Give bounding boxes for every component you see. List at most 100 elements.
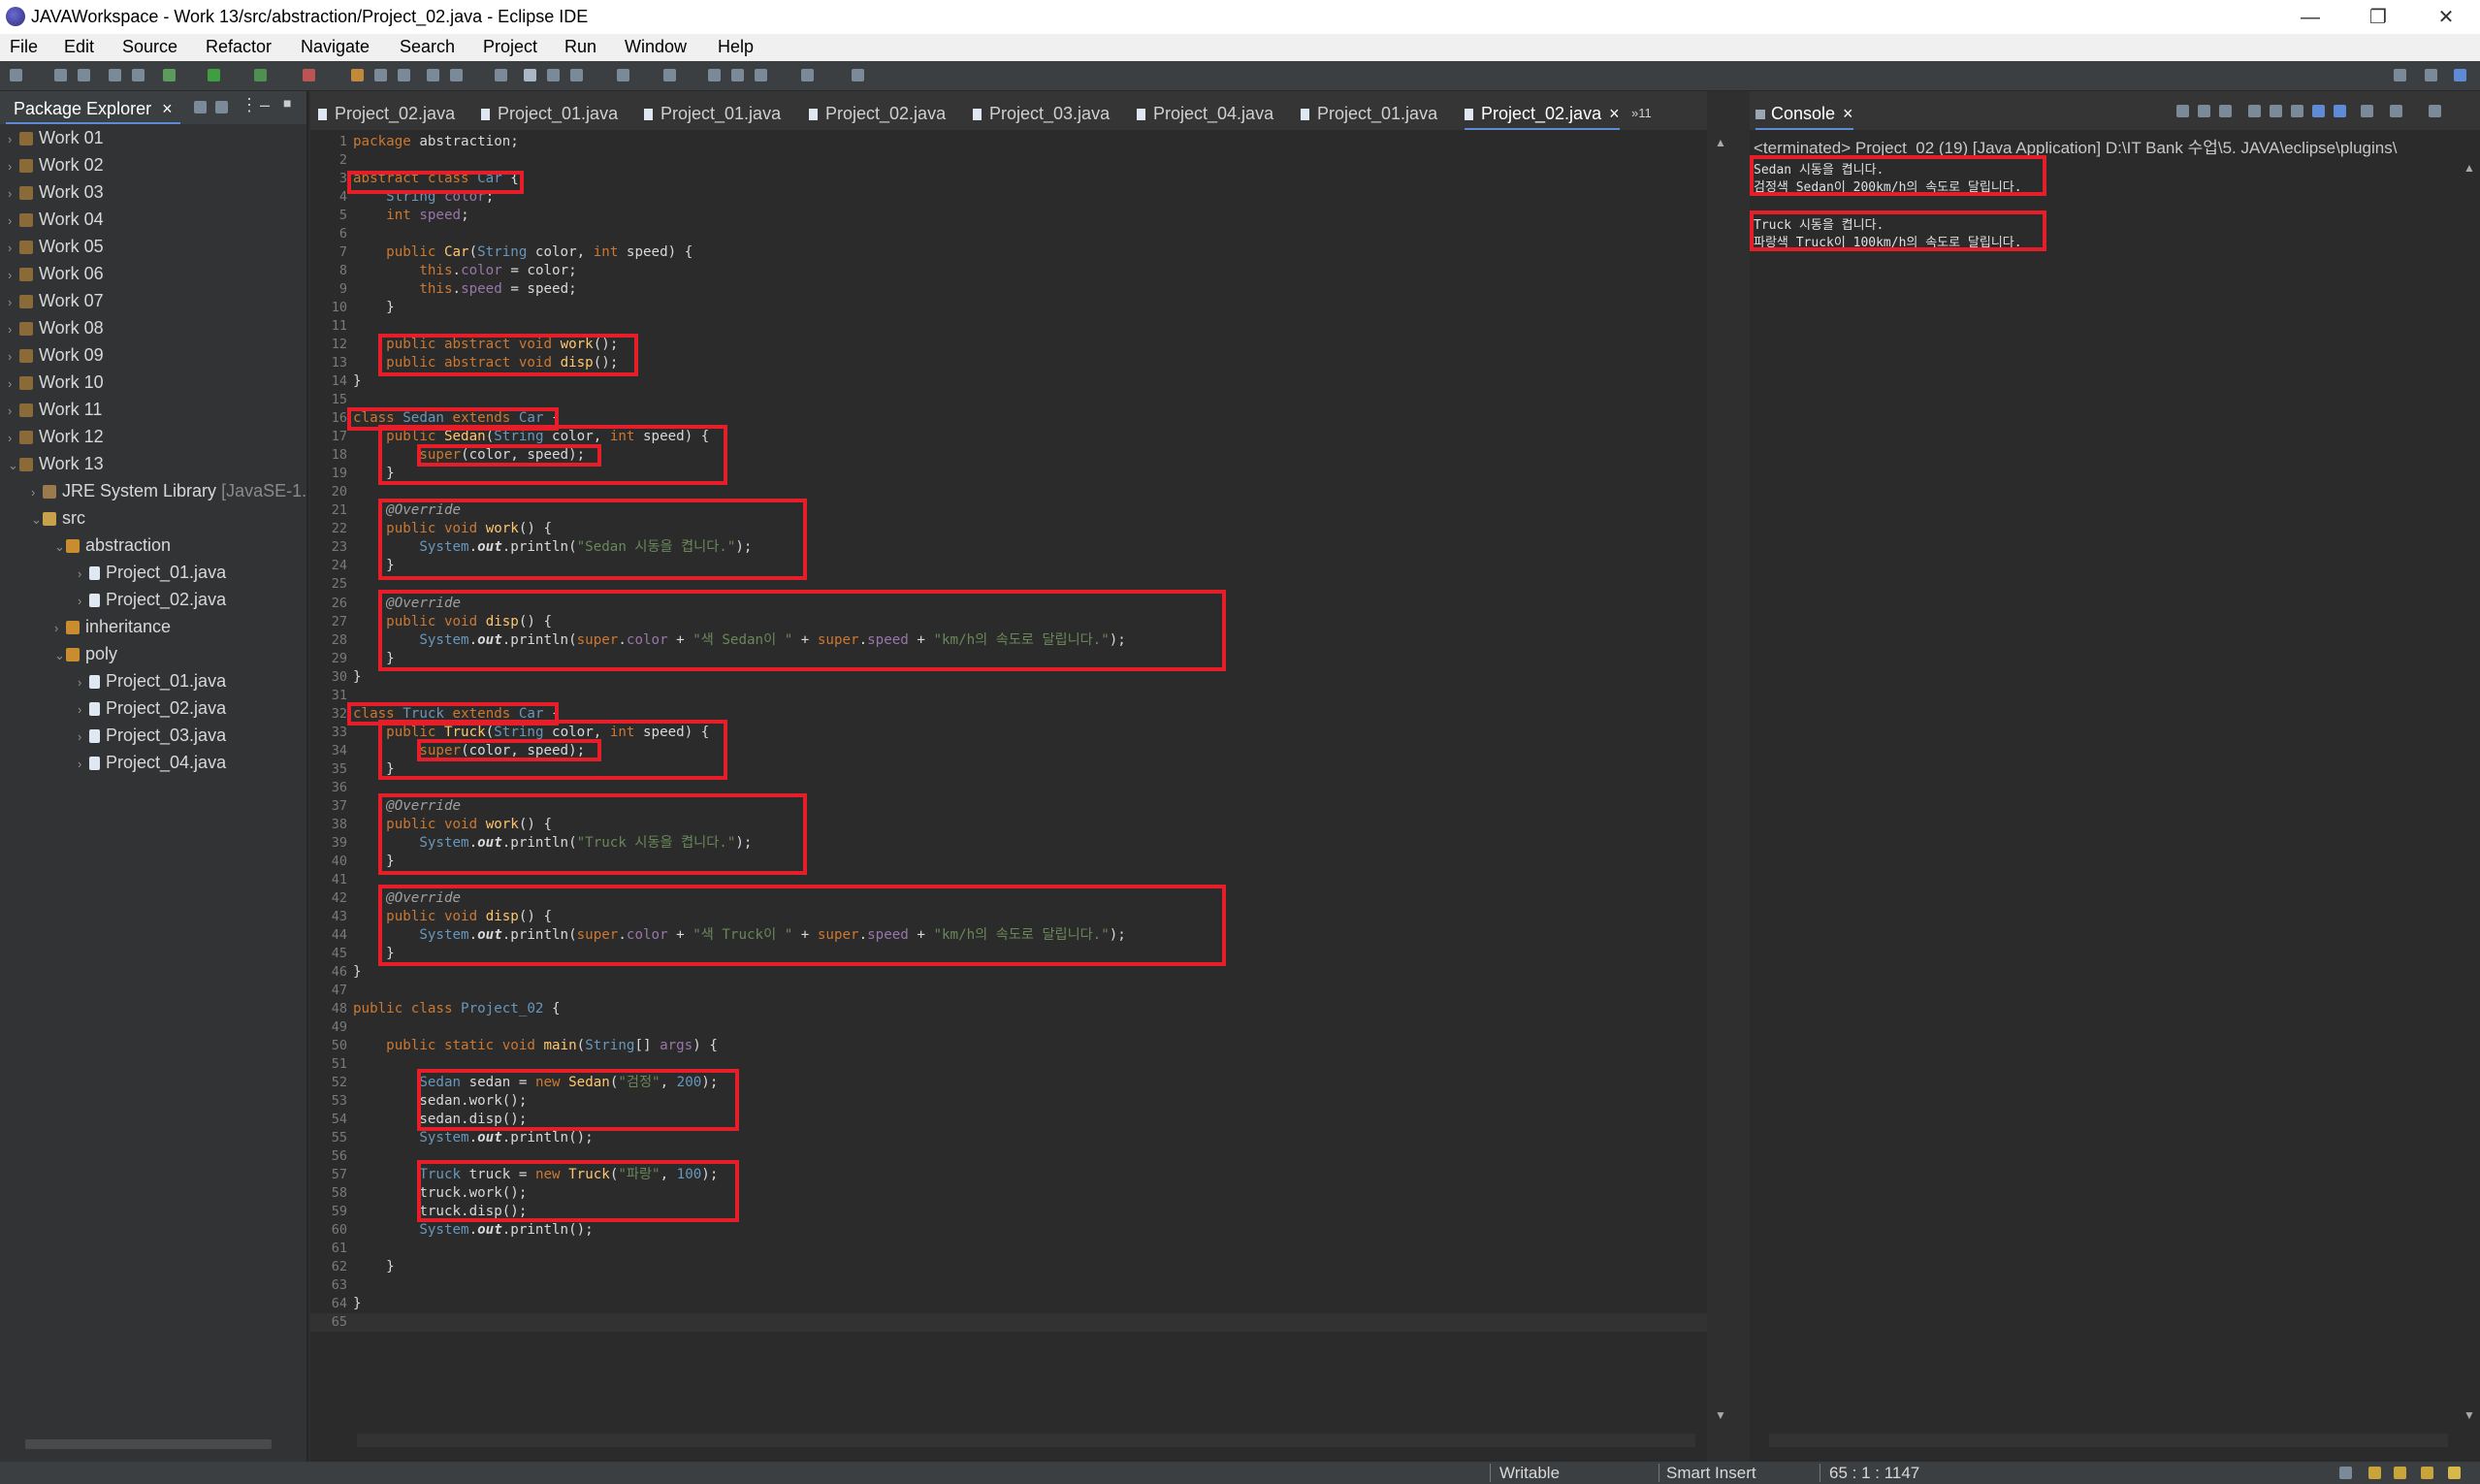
chevron-right-icon[interactable]: › [8, 186, 13, 201]
tab-project-02-active[interactable]: Project_02.java× [1465, 99, 1620, 130]
tab-overflow-button[interactable]: »11 [1631, 106, 1652, 120]
run-icon[interactable] [208, 69, 220, 81]
code-line[interactable]: 63 [310, 1276, 1707, 1295]
chevron-right-icon[interactable]: › [78, 566, 82, 581]
code-line[interactable]: 23 System.out.println("Sedan 시동을 켭니다."); [310, 538, 1707, 557]
forward-icon[interactable] [755, 69, 767, 81]
chevron-right-icon[interactable]: › [8, 159, 13, 174]
external-icon[interactable] [852, 69, 864, 81]
tree-item-java-file[interactable]: ›Project_01.java [78, 667, 226, 694]
pending-icon[interactable] [2394, 1467, 2406, 1479]
tree-item-project[interactable]: ›Work 09 [8, 341, 104, 369]
new-class-icon[interactable] [398, 69, 410, 81]
tree-item-java-file[interactable]: ›Project_03.java [78, 722, 226, 749]
maximize-button[interactable]: ❐ [2369, 7, 2387, 28]
toggle-mark-occurrences-icon[interactable] [524, 69, 536, 81]
chevron-right-icon[interactable]: › [8, 403, 13, 418]
scroll-lock-icon[interactable] [2270, 105, 2282, 117]
tab-project-04[interactable]: Project_04.java [1137, 99, 1273, 128]
pin-editor-icon[interactable] [801, 69, 814, 81]
tip-icon[interactable] [2368, 1467, 2381, 1479]
open-task-icon[interactable] [450, 69, 463, 81]
code-line[interactable]: 27 public void disp() { [310, 613, 1707, 631]
code-line[interactable]: 57 Truck truck = new Truck("파랑", 100); [310, 1166, 1707, 1184]
code-line[interactable]: 34 super(color, speed); [310, 742, 1707, 760]
chevron-right-icon[interactable]: › [8, 132, 13, 146]
tab-project-01[interactable]: Project_01.java [1301, 99, 1437, 128]
code-line[interactable]: 54 sedan.disp(); [310, 1111, 1707, 1129]
coverage-icon[interactable] [254, 69, 267, 81]
status-insert-mode[interactable]: Smart Insert [1666, 1464, 1756, 1482]
lightbulb-icon[interactable] [2448, 1467, 2461, 1479]
display-selected-console-icon[interactable] [2390, 105, 2402, 117]
code-line[interactable]: 59 truck.disp(); [310, 1203, 1707, 1221]
code-line[interactable]: 36 [310, 779, 1707, 797]
tree-item-package[interactable]: ⌄poly [54, 640, 117, 667]
code-line[interactable]: 46} [310, 963, 1707, 982]
open-console-icon[interactable] [2429, 105, 2441, 117]
code-line[interactable]: 25 [310, 575, 1707, 594]
notification-icon[interactable] [2339, 1467, 2352, 1479]
tree-item-project[interactable]: ›Work 04 [8, 206, 104, 233]
code-line[interactable]: 55 System.out.println(); [310, 1129, 1707, 1147]
chevron-right-icon[interactable]: › [31, 485, 36, 500]
scroll-down-icon[interactable]: ▼ [2464, 1408, 2475, 1422]
tab-project-02[interactable]: Project_02.java [318, 99, 455, 128]
code-line[interactable]: 10 } [310, 299, 1707, 317]
code-line[interactable]: 18 super(color, speed); [310, 446, 1707, 465]
code-line[interactable]: 12 public abstract void work(); [310, 336, 1707, 354]
code-line[interactable]: 14} [310, 372, 1707, 391]
code-line[interactable]: 52 Sedan sedan = new Sedan("검정", 200); [310, 1074, 1707, 1092]
code-line[interactable]: 9 this.speed = speed; [310, 280, 1707, 299]
maximize-view-icon[interactable]: ■ [283, 95, 292, 111]
code-line[interactable]: 61 [310, 1240, 1707, 1258]
chevron-right-icon[interactable]: › [54, 621, 59, 635]
code-line[interactable]: 19 } [310, 465, 1707, 483]
code-line[interactable]: 24 } [310, 557, 1707, 575]
console-tab[interactable]: Console× [1755, 99, 1853, 130]
show-console-on-output-icon[interactable] [2312, 105, 2325, 117]
menu-run[interactable]: Run [564, 37, 597, 56]
code-line[interactable]: 13 public abstract void disp(); [310, 354, 1707, 372]
tab-project-02[interactable]: Project_02.java [809, 99, 946, 128]
chevron-right-icon[interactable]: › [78, 594, 82, 608]
new-package-icon[interactable] [374, 69, 387, 81]
debug-icon[interactable] [163, 69, 176, 81]
close-icon[interactable]: × [162, 99, 173, 118]
collapse-all-icon[interactable] [194, 101, 207, 113]
code-line[interactable]: 47 [310, 982, 1707, 1000]
save-icon[interactable] [54, 69, 67, 81]
chevron-right-icon[interactable]: › [8, 431, 13, 445]
chevron-down-icon[interactable]: ⌄ [8, 458, 18, 472]
menu-search[interactable]: Search [400, 37, 456, 56]
tree-item-project[interactable]: ›Work 03 [8, 178, 104, 206]
code-line[interactable]: 43 public void disp() { [310, 908, 1707, 926]
tree-item-java-file[interactable]: ›Project_02.java [78, 694, 226, 722]
tree-item-project[interactable]: ›Work 11 [8, 396, 102, 423]
chevron-right-icon[interactable]: › [78, 729, 82, 744]
code-line[interactable]: 22 public void work() { [310, 520, 1707, 538]
code-line[interactable]: 17 public Sedan(String color, int speed)… [310, 428, 1707, 446]
tab-project-03[interactable]: Project_03.java [973, 99, 1110, 128]
horizontal-scrollbar[interactable] [25, 1439, 272, 1449]
java-editor[interactable]: Project_02.java Project_01.java Project_… [310, 91, 1726, 1462]
tree-item-package[interactable]: ›inheritance [54, 613, 171, 640]
close-icon[interactable]: × [1843, 104, 1853, 123]
code-line[interactable]: 37 @Override [310, 797, 1707, 816]
tree-item-jre-library[interactable]: ›JRE System Library [JavaSE-1.8] [31, 477, 306, 504]
code-line[interactable]: 7 public Car(String color, int speed) { [310, 243, 1707, 262]
open-type-icon[interactable] [427, 69, 439, 81]
menu-source[interactable]: Source [122, 37, 178, 56]
last-edit-location-icon[interactable] [708, 69, 721, 81]
code-line[interactable]: 62 } [310, 1258, 1707, 1276]
code-line[interactable]: 15 [310, 391, 1707, 409]
code-line[interactable]: 45 } [310, 945, 1707, 963]
menu-file[interactable]: File [10, 37, 39, 56]
tree-item-project[interactable]: ›Work 01 [8, 124, 104, 151]
clear-console-icon[interactable] [2248, 105, 2261, 117]
chevron-down-icon[interactable]: ⌄ [54, 648, 65, 662]
tab-project-01[interactable]: Project_01.java [644, 99, 781, 128]
tree-item-project-expanded[interactable]: ⌄Work 13 [8, 450, 104, 477]
